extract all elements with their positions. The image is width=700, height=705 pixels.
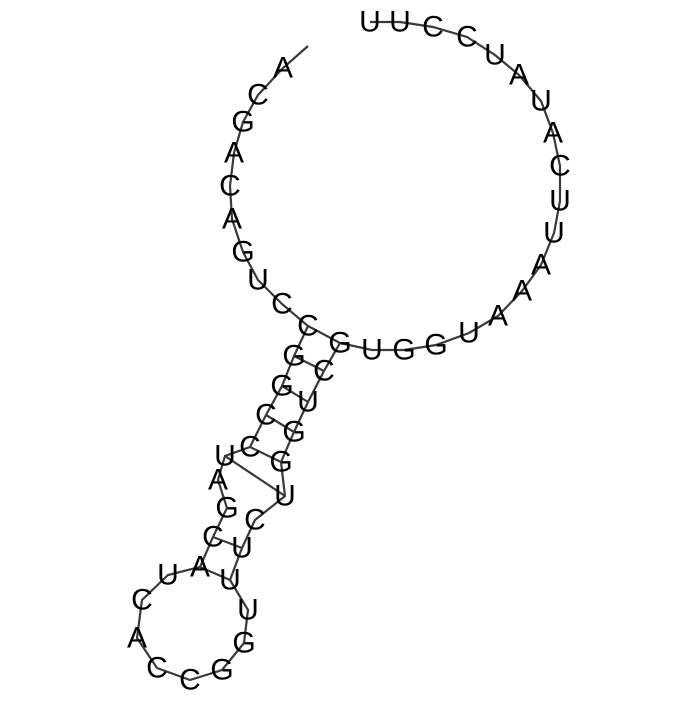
nucleotide: U	[389, 6, 411, 39]
rna-backbone	[135, 20, 562, 682]
nucleotide: C	[244, 504, 266, 537]
nucleotide: G	[270, 370, 293, 403]
nucleotide: G	[231, 106, 254, 139]
nucleotide: C	[131, 584, 153, 617]
nucleotide: U	[359, 6, 381, 39]
nucleotide: G	[215, 492, 238, 525]
nucleotide: G	[282, 416, 305, 449]
nucleotide: A	[190, 551, 210, 584]
nucleotide: U	[297, 386, 319, 419]
nucleotide: U	[543, 217, 565, 250]
base-pair-line	[265, 414, 295, 433]
nucleotide: U	[219, 564, 241, 597]
nucleotide: U	[549, 185, 571, 218]
nucleotide: U	[530, 85, 552, 118]
nucleotide: U	[237, 594, 259, 627]
nucleotide: A	[273, 52, 293, 85]
nucleotide: G	[210, 654, 233, 687]
nucleotide: G	[424, 329, 447, 362]
nucleotide: C	[271, 288, 293, 321]
nucleotide: C	[179, 664, 201, 697]
nucleotide: G	[269, 446, 292, 479]
nucleotide: G	[392, 334, 415, 367]
base-pair-layer	[199, 325, 341, 582]
nucleotide: U	[214, 440, 236, 473]
nucleotide: G	[231, 236, 254, 269]
nucleotide: A	[543, 117, 563, 150]
nucleotide: A	[208, 464, 228, 497]
nucleotide: G	[282, 340, 305, 373]
nucleotide: U	[231, 532, 253, 565]
base-pair-line	[199, 565, 231, 582]
nucleotide: A	[222, 203, 242, 236]
nucleotide: C	[202, 521, 224, 554]
base-pair-line	[293, 355, 325, 372]
nucleotide: A	[531, 249, 551, 282]
nucleotide: C	[297, 310, 319, 343]
nucleotide: C	[219, 170, 241, 203]
base-pair-line	[224, 455, 286, 497]
nucleotide: C	[239, 431, 261, 464]
nucleotide: A	[488, 300, 508, 333]
nucleotide: U	[361, 334, 383, 367]
nucleotide: U	[484, 39, 506, 72]
nucleotide: C	[146, 652, 168, 685]
nucleotide: C	[422, 11, 444, 44]
nucleotide: C	[313, 355, 335, 388]
nucleotide: U	[247, 264, 269, 297]
base-pair-line	[249, 446, 282, 463]
base-pair-line	[307, 325, 341, 344]
backbone-layer	[135, 20, 562, 682]
nucleotide: G	[328, 327, 351, 360]
nucleotide: U	[274, 480, 296, 513]
nucleotide: A	[512, 275, 532, 308]
nucleotide: A	[224, 137, 244, 170]
nucleotide: A	[509, 59, 529, 92]
nucleotide: C	[456, 21, 478, 54]
nucleotide: C	[255, 399, 277, 432]
nucleotide: C	[247, 79, 269, 112]
nucleotide: A	[127, 622, 147, 655]
base-pair-line	[281, 385, 309, 403]
nucleotide: G	[232, 627, 255, 660]
nucleotide: U	[157, 559, 179, 592]
base-pair-line	[212, 535, 243, 550]
nucleotide: C	[549, 150, 571, 183]
nucleotide: U	[458, 317, 480, 350]
